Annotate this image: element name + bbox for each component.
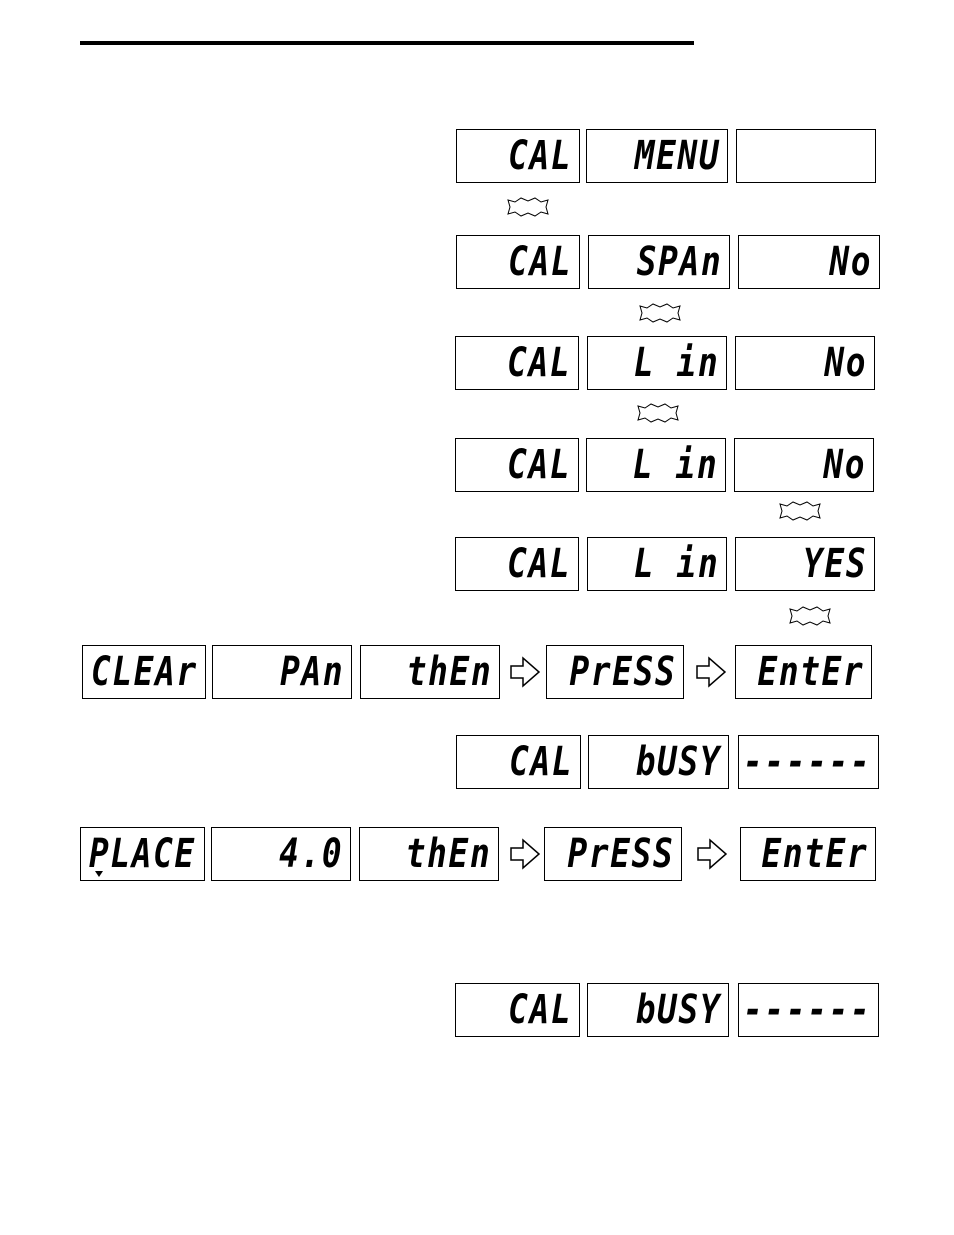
lcd-display-3: thEn <box>359 827 499 881</box>
lcd-display-3: No <box>734 438 874 492</box>
lcd-display-1: CAL <box>455 438 579 492</box>
display-text: PAn <box>280 650 344 694</box>
display-text: L in <box>633 341 719 385</box>
display-text: YES <box>803 542 867 586</box>
lcd-display-2: 4.0 <box>211 827 351 881</box>
enter-key-burst-icon <box>778 500 822 522</box>
lcd-display-2: bUSY <box>588 735 729 789</box>
display-text: MENU <box>634 134 720 178</box>
display-text: No <box>823 443 866 487</box>
enter-key-burst-icon <box>506 196 550 218</box>
display-text: CAL <box>508 988 572 1032</box>
lcd-display-2: L in <box>587 336 727 390</box>
display-text: CAL <box>507 341 571 385</box>
display-text: L in <box>633 542 719 586</box>
lcd-display-2: L in <box>586 438 726 492</box>
display-text: CAL <box>507 542 571 586</box>
lcd-display-1: CAL <box>456 235 580 289</box>
lcd-display-2: L in <box>587 537 727 591</box>
display-text: PrESS <box>569 650 676 694</box>
display-text: ------ <box>743 740 871 784</box>
decimal-indicator-icon <box>95 871 103 877</box>
lcd-display-1: CAL <box>456 129 580 183</box>
lcd-display-4: PrESS <box>544 827 682 881</box>
lcd-display-3: thEn <box>360 645 500 699</box>
lcd-display-1: CAL <box>456 735 581 789</box>
lcd-display-2: bUSY <box>587 983 729 1037</box>
display-text: thEn <box>405 832 491 876</box>
display-text: bUSY <box>635 740 721 784</box>
display-text: PrESS <box>567 832 674 876</box>
display-text: PLACE <box>89 832 196 876</box>
lcd-display-1: CAL <box>455 537 579 591</box>
display-text: CAL <box>508 240 572 284</box>
display-text: CAL <box>507 443 571 487</box>
right-arrow-icon <box>694 655 728 689</box>
display-text: EntEr <box>761 832 868 876</box>
lcd-display-2: PAn <box>212 645 352 699</box>
lcd-display-3: No <box>738 235 880 289</box>
display-text: CAL <box>509 740 573 784</box>
display-text: No <box>829 240 872 284</box>
lcd-display-3: YES <box>735 537 875 591</box>
display-text: CAL <box>508 134 572 178</box>
right-arrow-icon <box>508 655 542 689</box>
lcd-display-1: CLEAr <box>82 645 206 699</box>
display-text: No <box>824 341 867 385</box>
enter-key-burst-icon <box>788 605 832 627</box>
lcd-display-1: CAL <box>455 336 579 390</box>
lcd-display-4: PrESS <box>546 645 684 699</box>
display-text: bUSY <box>635 988 721 1032</box>
right-arrow-icon <box>508 837 542 871</box>
lcd-display-2: MENU <box>586 129 728 183</box>
lcd-display-3: ------ <box>738 983 879 1037</box>
display-text: EntEr <box>757 650 864 694</box>
enter-key-burst-icon <box>636 402 680 424</box>
lcd-display-5: EntEr <box>740 827 876 881</box>
enter-key-burst-icon <box>638 302 682 324</box>
header-rule <box>80 41 694 45</box>
lcd-display-1: PLACE <box>80 827 205 881</box>
display-text: SPAn <box>636 240 722 284</box>
display-text: 4.0 <box>279 832 343 876</box>
lcd-display-5: EntEr <box>735 645 872 699</box>
display-text: L in <box>632 443 718 487</box>
display-text: ------ <box>743 988 871 1032</box>
display-text: CLEAr <box>91 650 198 694</box>
lcd-display-1: CAL <box>455 983 580 1037</box>
display-text: thEn <box>406 650 492 694</box>
lcd-display-2: SPAn <box>588 235 730 289</box>
lcd-display-3: No <box>735 336 875 390</box>
lcd-display-3 <box>736 129 876 183</box>
right-arrow-icon <box>695 837 729 871</box>
lcd-display-3: ------ <box>738 735 879 789</box>
